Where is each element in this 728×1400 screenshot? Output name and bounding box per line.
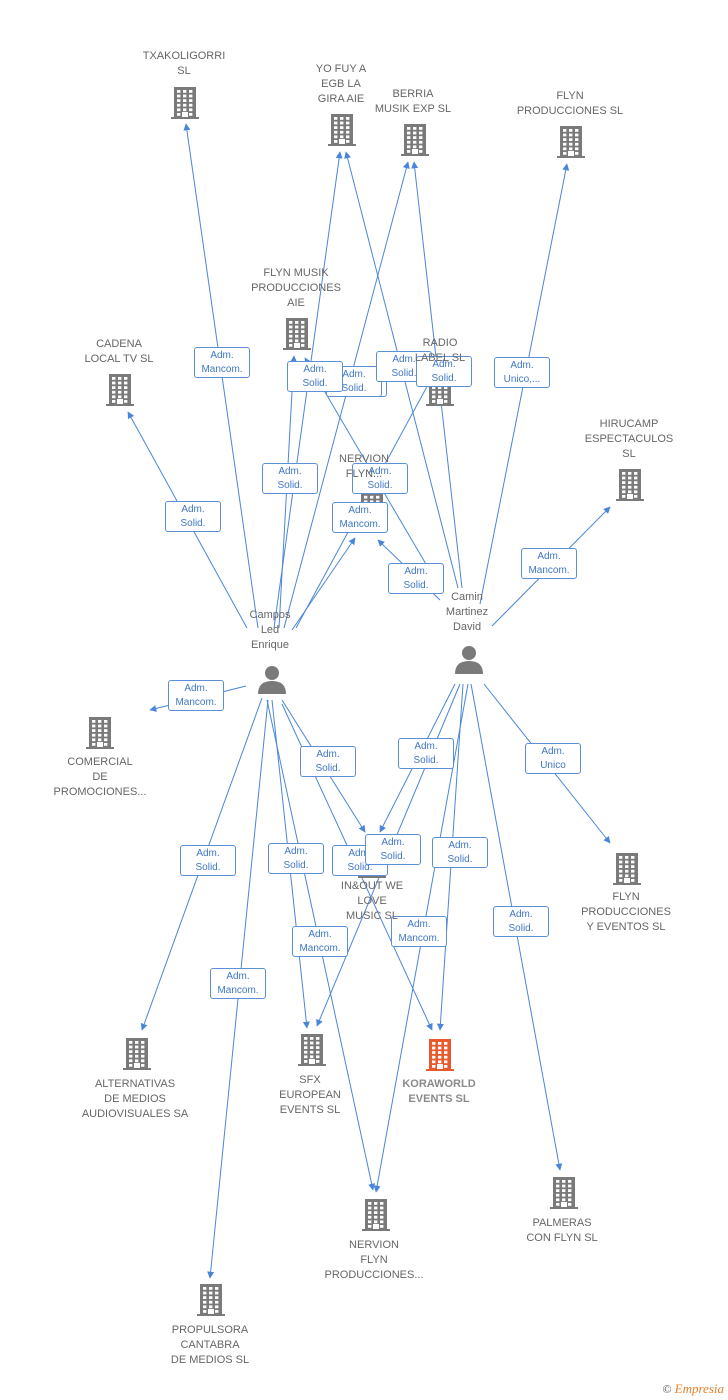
node-label-alternativas[interactable]: ALTERNATIVAS DE MEDIOS AUDIOVISUALES SA <box>81 1078 189 1120</box>
edge-label-camin-koraworld[interactable]: Adm. Solid. <box>432 837 488 868</box>
building-icon-cadena[interactable] <box>106 374 134 406</box>
edge-label-campos-txakoligorri[interactable]: Adm. Mancom. <box>194 347 250 378</box>
node-label-nervionfly[interactable]: NERVION FLYN... <box>339 453 389 480</box>
building-icon-koraworld[interactable] <box>426 1039 454 1071</box>
edge-label-camin-flynprodev[interactable]: Adm. Unico <box>525 743 581 774</box>
building-icon-hirucamp[interactable] <box>616 469 644 501</box>
node-label-sfx[interactable]: SFX EUROPEAN EVENTS SL <box>279 1074 341 1116</box>
edge-label-campos-flynmusik[interactable]: Adm. Solid. <box>262 463 318 494</box>
node-label-inout[interactable]: IN&OUT WE LOVE MUSIC SL <box>340 880 404 922</box>
building-icon-alternativas[interactable] <box>123 1038 151 1070</box>
building-icon-nervionflyn[interactable] <box>362 1199 390 1231</box>
node-label-campos[interactable]: Campos Led Enrique <box>249 609 291 651</box>
building-icon-sfx[interactable] <box>298 1034 326 1066</box>
building-icon-flynprod[interactable] <box>557 126 585 158</box>
edge-label-camin-flynmusik[interactable]: Adm. Solid. <box>287 361 343 392</box>
edge-campos-nervionfly <box>291 537 356 631</box>
edge-label-campos-comercial[interactable]: Adm. Mancom. <box>168 680 224 711</box>
node-label-flynmusik[interactable]: FLYN MUSIK PRODUCCIONES AIE <box>251 267 341 309</box>
edge-label-camin-sfx[interactable]: Adm. Solid. <box>365 834 421 865</box>
node-label-comercial[interactable]: COMERCIAL DE PROMOCIONES... <box>53 756 147 798</box>
edge-label-campos-propulsora[interactable]: Adm. Mancom. <box>210 968 266 999</box>
building-icon-palmeras[interactable] <box>550 1177 578 1209</box>
edge-label-camin-berria[interactable]: Adm. Solid. <box>416 356 472 387</box>
node-label-berria[interactable]: BERRIA MUSIK EXP SL <box>374 88 452 115</box>
building-icon-berria[interactable] <box>401 124 429 156</box>
edge-label-camin-nervionflyn[interactable]: Adm. Mancom. <box>391 916 447 947</box>
edge-label-campos-radio[interactable]: Adm. Solid. <box>352 463 408 494</box>
node-label-propulsora[interactable]: PROPULSORA CANTABRA DE MEDIOS SL <box>170 1324 250 1366</box>
edge-label-camin-hirucamp[interactable]: Adm. Mancom. <box>521 548 577 579</box>
edge-label-campos-nervionflyn[interactable]: Adm. Mancom. <box>292 926 348 957</box>
building-icon-txakoligorri[interactable] <box>171 87 199 119</box>
node-label-flynprodev[interactable]: FLYN PRODUCCIONES Y EVENTOS SL <box>581 891 671 933</box>
node-label-nervionflyn[interactable]: NERVION FLYN PRODUCCIONES... <box>324 1239 424 1281</box>
edge-label-camin-flynprod[interactable]: Adm. Unico,... <box>494 357 550 388</box>
edge-label-campos-nervionfly[interactable]: Adm. Mancom. <box>332 502 388 533</box>
brand-logo[interactable]: Empresia <box>674 1381 724 1396</box>
node-label-camin[interactable]: Camin Martinez David <box>445 591 489 633</box>
edge-label-campos-cadena[interactable]: Adm. Solid. <box>165 501 221 532</box>
edge-label-camin-inout[interactable]: Adm. Solid. <box>398 738 454 769</box>
copyright-text: © <box>662 1382 672 1396</box>
footer-brand: © Empresia <box>663 1381 724 1397</box>
node-label-txakoligorri[interactable]: TXAKOLIGORRI SL <box>142 50 226 77</box>
edge-label-campos-alternativas[interactable]: Adm. Solid. <box>180 845 236 876</box>
node-label-hirucamp[interactable]: HIRUCAMP ESPECTACULOS SL <box>584 418 674 460</box>
node-label-cadena[interactable]: CADENA LOCAL TV SL <box>84 338 154 365</box>
node-label-koraworld[interactable]: KORAWORLD EVENTS SL <box>402 1078 476 1105</box>
edge-label-campos-inout[interactable]: Adm. Solid. <box>300 746 356 777</box>
building-icon-yofuy[interactable] <box>328 114 356 146</box>
building-icon-comercial[interactable] <box>86 717 114 749</box>
building-icon-propulsora[interactable] <box>197 1284 225 1316</box>
building-icon-flynprodev[interactable] <box>613 853 641 885</box>
person-icon-campos[interactable] <box>258 666 286 694</box>
person-icon-camin[interactable] <box>455 646 483 674</box>
building-icon-flynmusik[interactable] <box>283 318 311 350</box>
node-label-yofuy[interactable]: YO FUY A EGB LA GIRA AIE <box>315 63 367 105</box>
node-label-palmeras[interactable]: PALMERAS CON FLYN SL <box>526 1217 598 1244</box>
edge-label-campos-sfx[interactable]: Adm. Solid. <box>268 843 324 874</box>
node-label-radio[interactable]: RADIO LABEL SL <box>414 337 466 364</box>
edge-label-camin-nervionfly[interactable]: Adm. Solid. <box>388 563 444 594</box>
edge-label-camin-palmeras[interactable]: Adm. Solid. <box>493 906 549 937</box>
node-label-flynprod[interactable]: FLYN PRODUCCIONES SL <box>516 90 624 117</box>
